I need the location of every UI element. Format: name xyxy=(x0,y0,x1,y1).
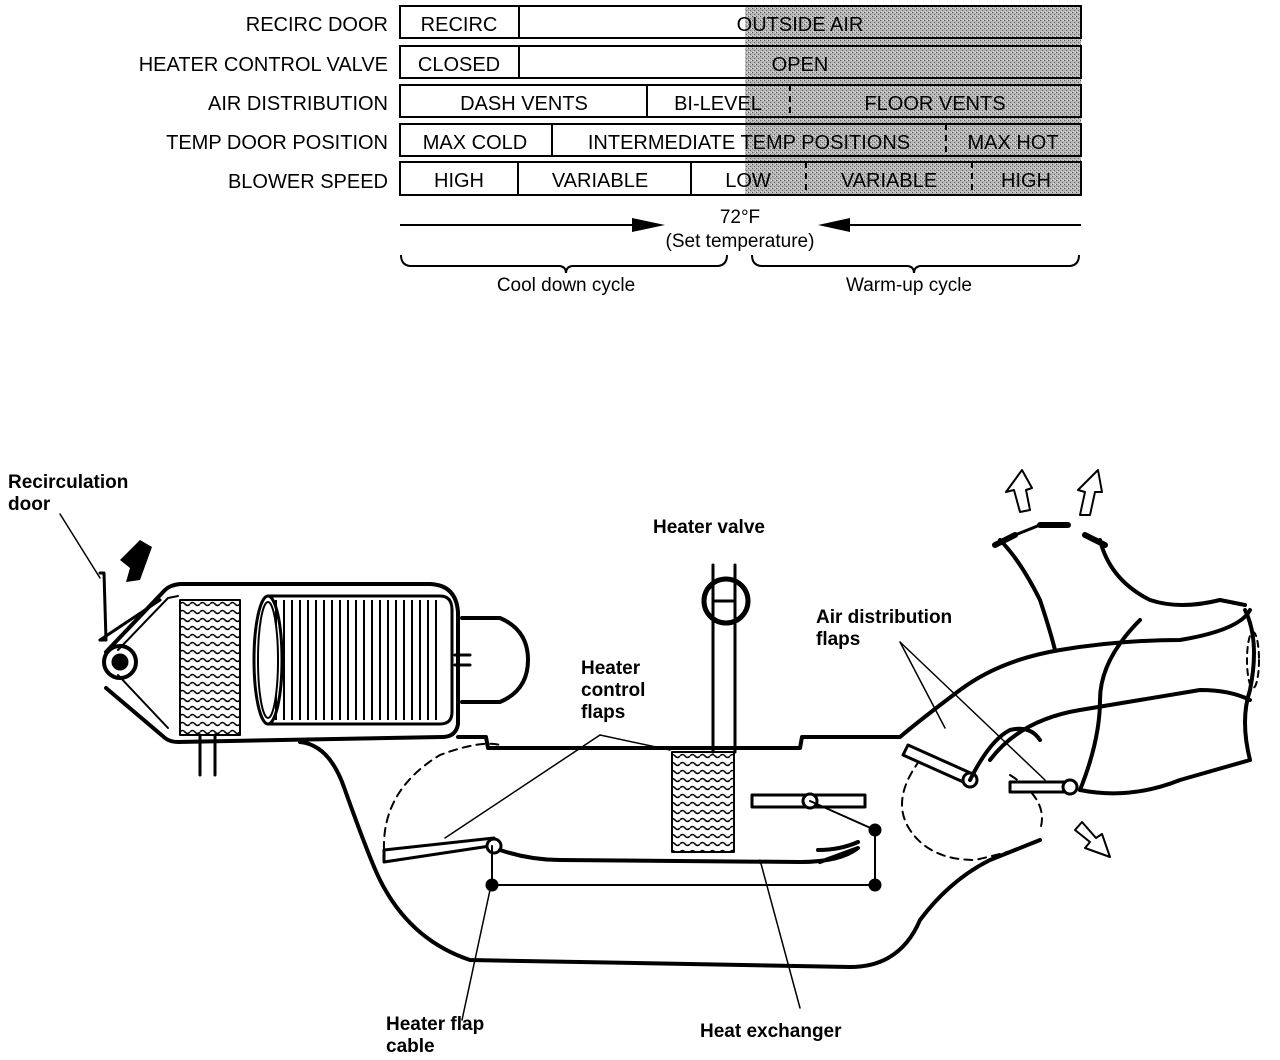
cell-dash-vents: DASH VENTS xyxy=(460,93,588,115)
arrow-right-icon xyxy=(632,218,665,232)
row-label-blower-speed: BLOWER SPEED xyxy=(228,171,388,193)
label-air-distribution-flaps-line1: Air distribution xyxy=(816,607,952,628)
row-label-temp-door-position: TEMP DOOR POSITION xyxy=(166,132,388,154)
mode-table: RECIRC DOOR HEATER CONTROL VALVE AIR DIS… xyxy=(139,5,1082,196)
cell-open: OPEN xyxy=(772,54,829,76)
label-heat-exchanger: Heat exchanger xyxy=(700,1021,842,1042)
heater-valve xyxy=(701,576,751,626)
arrow-left-icon xyxy=(818,218,850,232)
duct-lower-body xyxy=(298,740,1042,969)
cell-intermediate-temp: INTERMEDIATE TEMP POSITIONS xyxy=(588,132,910,154)
outlet-arrow-down-right-icon xyxy=(1074,821,1111,858)
row-label-heater-control-valve: HEATER CONTROL VALVE xyxy=(139,54,388,76)
intake-arrow-icon xyxy=(120,540,152,582)
outlet-arrow-up-left-icon xyxy=(1005,469,1033,513)
label-heater-control-flaps-line3: flaps xyxy=(581,702,625,723)
cell-blower-variable-cool: VARIABLE xyxy=(552,170,648,192)
cell-closed: CLOSED xyxy=(418,54,500,76)
set-temp-label: (Set temperature) xyxy=(666,231,815,252)
label-heater-control-flaps-line1: Heater xyxy=(581,658,641,679)
label-air-distribution-flaps-line2: flaps xyxy=(816,629,860,650)
duct-upper-wall xyxy=(456,608,1252,750)
cool-down-cycle-label: Cool down cycle xyxy=(497,275,635,296)
label-heater-control-flaps-line2: control xyxy=(581,680,645,701)
set-temp-value: 72°F xyxy=(720,207,760,228)
dash-vent-duct xyxy=(998,538,1057,652)
cell-floor-vents: FLOOR VENTS xyxy=(864,93,1005,115)
cell-blower-high-cool: HIGH xyxy=(434,170,484,192)
filter-element xyxy=(179,599,241,736)
label-heater-flap-cable-line1: Heater flap xyxy=(386,1014,484,1035)
outlet-arrow-up-right-icon xyxy=(1077,469,1103,516)
row-label-recirc-door: RECIRC DOOR xyxy=(246,14,388,36)
label-recirculation-door-line2: door xyxy=(8,494,51,515)
cell-blower-variable-warm: VARIABLE xyxy=(841,170,937,192)
cell-blower-low: LOW xyxy=(725,170,771,192)
cell-bi-level: BI-LEVEL xyxy=(674,93,762,115)
label-heater-valve: Heater valve xyxy=(653,517,765,538)
set-point-timeline: 72°F (Set temperature) Cool down cycle W… xyxy=(400,207,1081,296)
cell-recirc: RECIRC xyxy=(421,14,498,36)
row-label-air-distribution: AIR DISTRIBUTION xyxy=(208,93,388,115)
cell-blower-high-warm: HIGH xyxy=(1001,170,1051,192)
heat-exchanger xyxy=(671,751,735,853)
blower-motor xyxy=(460,616,530,704)
cell-max-hot: MAX HOT xyxy=(967,132,1058,154)
label-recirculation-door-line1: Recirculation xyxy=(8,472,128,493)
cell-outside-air: OUTSIDE AIR xyxy=(737,14,864,36)
hvac-unit-drawing xyxy=(59,469,1260,1021)
label-heater-flap-cable-line2: cable xyxy=(386,1036,435,1057)
blower-housing xyxy=(104,582,460,744)
warm-up-cycle-label: Warm-up cycle xyxy=(846,275,972,296)
cell-max-cold: MAX COLD xyxy=(423,132,527,154)
callout-labels: Recirculation door Heater valve Heater c… xyxy=(8,472,952,1057)
